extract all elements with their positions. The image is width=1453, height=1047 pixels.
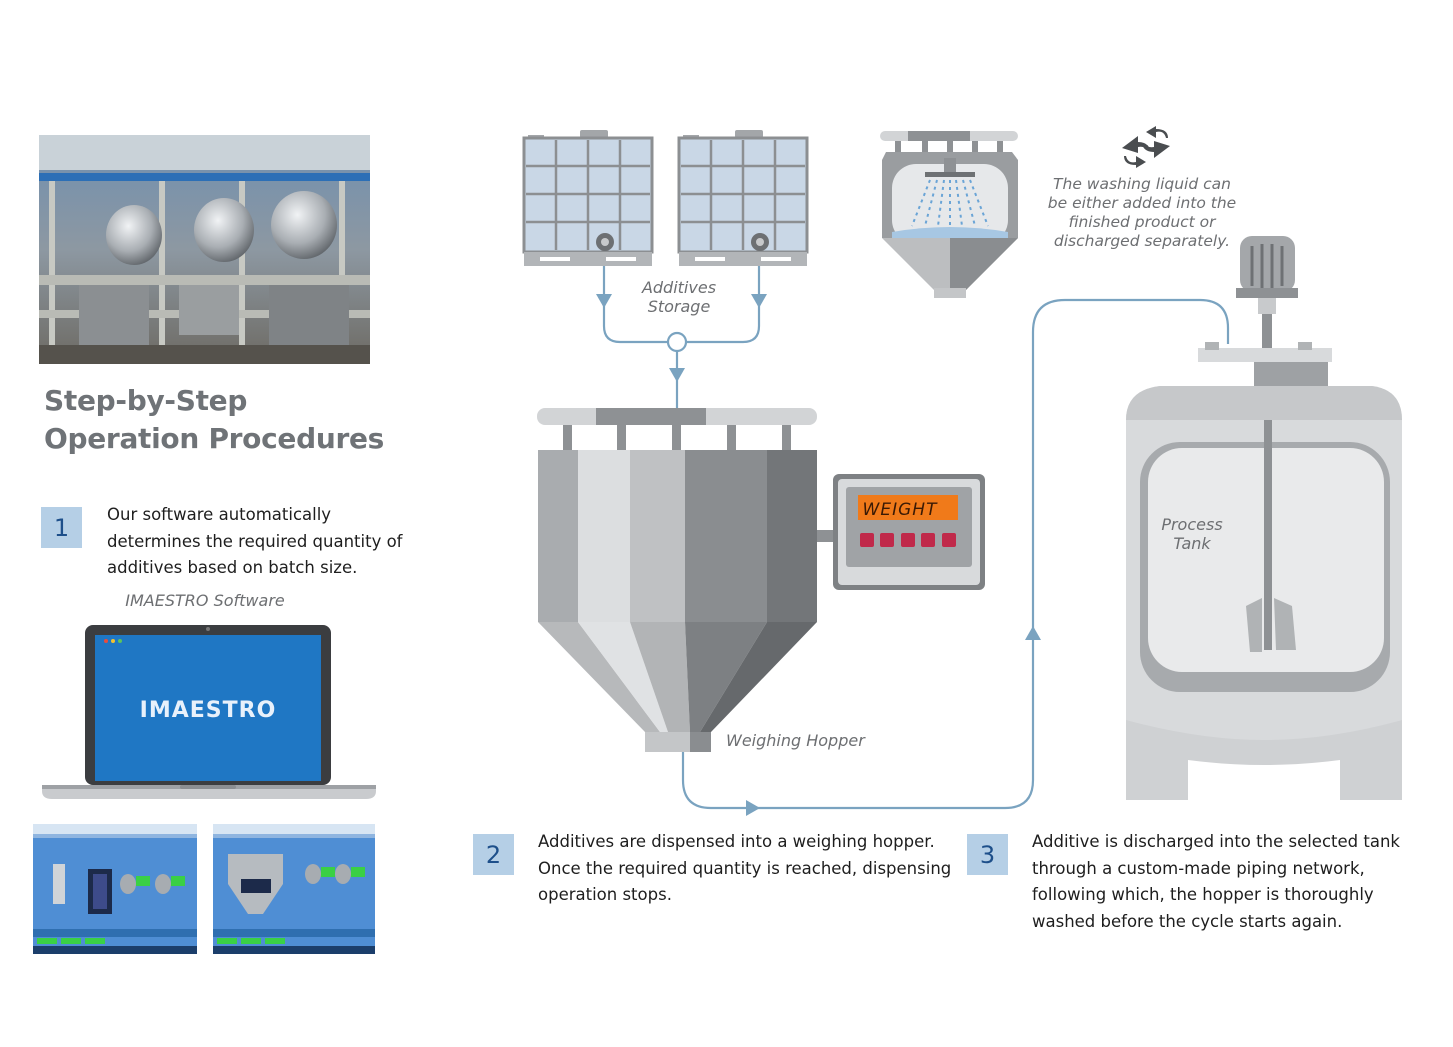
pipe-junction: [666, 331, 688, 353]
step-1-line: determines the required quantity of: [107, 531, 403, 551]
additives-storage-label-2: Storage: [648, 297, 711, 316]
factory-photo: [39, 135, 370, 364]
scale-display: [858, 495, 958, 520]
page-title: Step-by-Step Operation Procedures: [44, 382, 384, 458]
water-spray: [911, 179, 989, 227]
weighing-hopper: [537, 408, 817, 752]
step-3-line: following which, the hopper is thoroughl…: [1032, 885, 1374, 904]
washing-note-line: finished product or: [1068, 213, 1217, 231]
washing-note-line: discharged separately.: [1054, 232, 1230, 250]
washing-note-line: The washing liquid can: [1053, 175, 1231, 193]
step-3-text: Additive is discharged into the selected…: [1032, 829, 1432, 935]
step-1-line: additives based on batch size.: [107, 558, 358, 577]
scale-display-text: WEIGHT: [863, 500, 939, 520]
software-screenshot-2: [213, 824, 375, 954]
software-screenshot-1: [33, 824, 197, 954]
step-2-line: operation stops.: [538, 885, 672, 904]
step-3-line: Additive is discharged into the selected…: [1032, 832, 1400, 851]
step-2-line: Once the required quantity is reached, d…: [538, 858, 952, 878]
process-tank-label-1: Process: [1161, 515, 1222, 534]
page-title-line-2: Operation Procedures: [44, 422, 385, 455]
step-2-text: Additives are dispensed into a weighing …: [538, 829, 958, 909]
washing-note-line: be either added into the: [1048, 194, 1236, 212]
piping-network: [602, 262, 1230, 810]
step-3-line: washed before the cycle starts again.: [1032, 911, 1343, 931]
step-1-text: Our software automatically determines th…: [107, 502, 407, 582]
washing-note: The washing liquid can be either added i…: [1048, 175, 1236, 250]
process-tank-label-2: Tank: [1173, 534, 1211, 553]
weighing-hopper-label: Weighing Hopper: [726, 731, 866, 750]
ibc-tank-left: [522, 130, 654, 266]
recycle-arrows-icon: [1122, 126, 1170, 168]
weight-indicator: WEIGHT: [817, 474, 985, 590]
step-2-badge: 2: [473, 834, 514, 875]
step-1-line: Our software automatically: [107, 505, 332, 524]
page-title-line-1: Step-by-Step: [44, 384, 248, 417]
flow-arrows: [596, 294, 1041, 816]
scale-buttons: [860, 533, 956, 547]
process-tank: [1126, 236, 1402, 800]
laptop-screen: [95, 635, 321, 781]
ibc-tank-right: [677, 130, 809, 266]
software-caption: IMAESTRO Software: [125, 591, 285, 610]
additives-storage-label-1: Additives: [641, 278, 716, 297]
step-2-line: Additives are dispensed into a weighing …: [538, 832, 935, 851]
step-3-badge: 3: [967, 834, 1008, 875]
step-3-line: through a custom-made piping network,: [1032, 858, 1365, 878]
laptop: IMAESTRO: [40, 625, 380, 805]
step-1-badge: 1: [41, 507, 82, 548]
wash-hopper: [880, 131, 1018, 298]
laptop-logo: IMAESTRO: [140, 698, 277, 723]
